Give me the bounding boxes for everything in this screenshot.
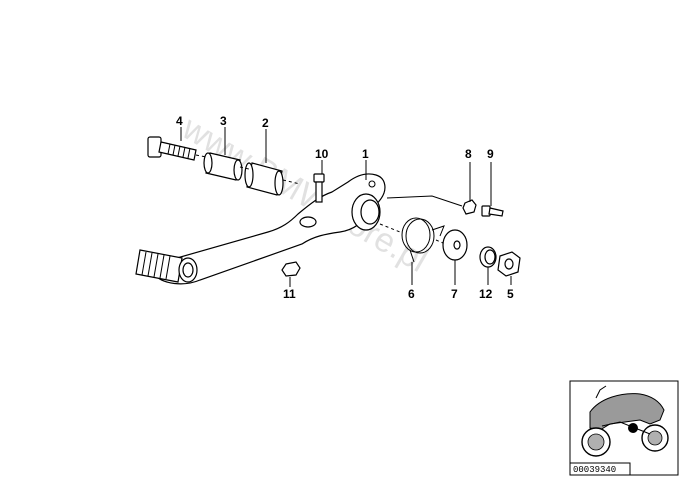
callout-1: 1 <box>362 147 369 161</box>
callout-3: 3 <box>220 114 227 128</box>
callout-9: 9 <box>487 147 494 161</box>
callout-8: 8 <box>465 147 472 161</box>
nut-part-8 <box>462 199 477 215</box>
callout-2: 2 <box>262 116 269 130</box>
bolt-part-10 <box>313 173 325 203</box>
screw-part-9 <box>481 205 504 217</box>
nut-part-11 <box>281 261 301 277</box>
callout-10: 10 <box>315 147 329 161</box>
bush-part-3 <box>203 152 243 181</box>
motorcycle-icon <box>581 385 669 457</box>
ring-part-12 <box>479 246 497 268</box>
callout-4: 4 <box>176 114 183 128</box>
diagram-code: 00039340 <box>573 465 616 475</box>
washer-part-7 <box>442 229 468 261</box>
callout-11: 11 <box>283 287 296 301</box>
motorcycle-thumbnail: 00039340 <box>569 380 679 476</box>
callout-12: 12 <box>479 287 493 301</box>
callout-7: 7 <box>451 287 458 301</box>
callout-6: 6 <box>408 287 415 301</box>
callout-5: 5 <box>507 287 514 301</box>
spring-part-6 <box>401 217 445 263</box>
bolt-part-4 <box>147 136 197 161</box>
nut-part-5 <box>497 251 521 277</box>
shift-lever-part-1 <box>135 173 386 285</box>
